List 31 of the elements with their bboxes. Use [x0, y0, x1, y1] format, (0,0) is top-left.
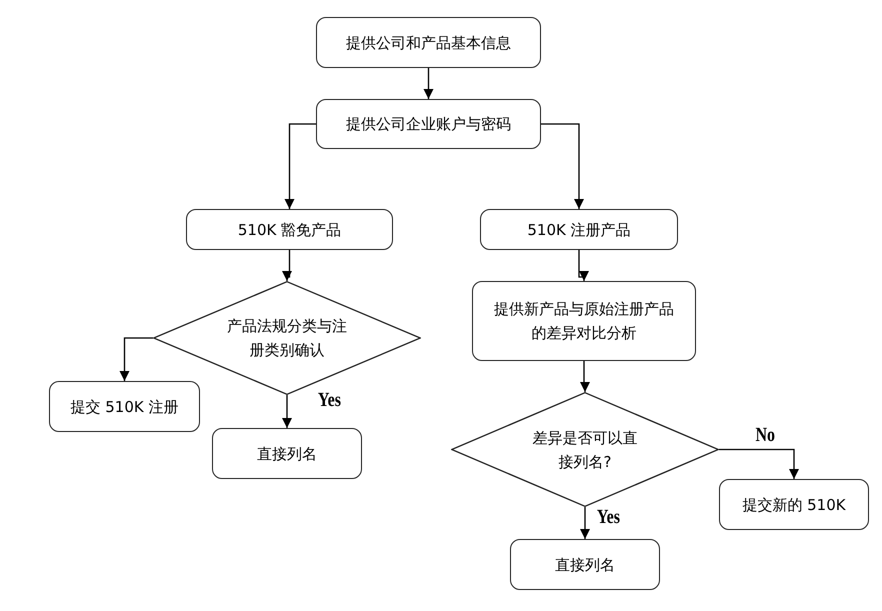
process-box — [49, 381, 200, 432]
process-box — [316, 17, 541, 68]
node-text: 直接列名 — [554, 554, 616, 576]
process-box — [316, 99, 541, 149]
node-text: 产品法规分类与注册类别确认 — [226, 316, 348, 361]
arrow — [424, 68, 434, 99]
arrow — [120, 337, 153, 381]
arrow — [578, 250, 589, 281]
node-text: 提供新产品与原始注册产品的差异对比分析 — [493, 299, 675, 344]
decision-diamond — [451, 392, 719, 507]
process-box — [510, 539, 660, 590]
node-text: 提供公司和产品基本信息 — [345, 32, 512, 54]
node-text: 差异是否可以直接列名? — [532, 428, 638, 472]
process-box — [212, 428, 362, 479]
process-box — [186, 209, 393, 250]
node-text: 直接列名 — [256, 444, 318, 464]
arrow — [284, 123, 316, 209]
node-text: 510K 注册产品 — [526, 220, 632, 240]
process-box — [480, 209, 678, 250]
arrow — [580, 361, 590, 392]
process-box — [472, 281, 696, 361]
arrow — [282, 395, 292, 428]
arrow — [282, 250, 292, 281]
arrow — [541, 123, 584, 209]
node-text: 提交 510K 注册 — [69, 396, 180, 418]
arrow — [719, 448, 799, 479]
arrow — [580, 507, 590, 539]
node-text: 510K 豁免产品 — [236, 220, 342, 240]
process-box — [719, 479, 869, 530]
node-text: 提交新的 510K — [741, 494, 847, 516]
node-text: 提供公司企业账户与密码 — [345, 114, 512, 135]
